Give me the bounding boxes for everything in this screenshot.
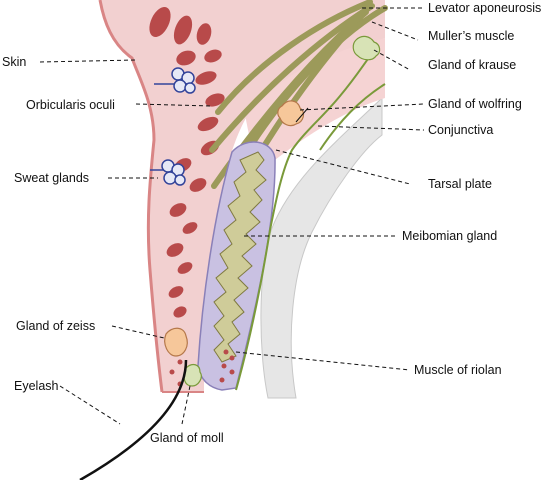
meibomian-gland xyxy=(213,151,267,363)
gland-of-moll xyxy=(183,363,202,387)
label-muscle-of-riolan: Muscle of riolan xyxy=(414,363,502,377)
label-eyelash: Eyelash xyxy=(14,379,59,393)
label-gland-of-wolfring: Gland of wolfring xyxy=(428,97,522,111)
label-levator-aponeurosis: Levator aponeurosis xyxy=(428,1,542,15)
label-meibomian-gland: Meibomian gland xyxy=(402,229,498,243)
gland-of-krause xyxy=(352,35,381,61)
label-conjunctiva: Conjunctiva xyxy=(428,123,494,137)
eye-globe xyxy=(260,96,383,399)
muscle-of-riolan xyxy=(169,349,235,387)
conjunctiva-inner xyxy=(319,83,386,151)
gland-of-zeiss xyxy=(164,327,188,357)
label-skin: Skin xyxy=(2,55,27,69)
gland-of-wolfring xyxy=(277,100,305,127)
eyelash xyxy=(79,359,188,482)
label-mullers-muscle: Muller’s muscle xyxy=(428,29,515,43)
label-tarsal-plate: Tarsal plate xyxy=(428,177,492,191)
orbicularis-oculi-muscle xyxy=(149,7,225,318)
wolfring-duct xyxy=(295,107,309,123)
sweat-glands-lower xyxy=(161,159,186,186)
sweat-glands-upper xyxy=(171,67,196,94)
skin-outer-line xyxy=(98,0,164,393)
label-orbicularis-oculi: Orbicularis oculi xyxy=(26,98,115,112)
conjunctiva xyxy=(235,45,379,391)
leader-lines xyxy=(39,7,425,425)
label-gland-of-krause: Gland of krause xyxy=(428,58,517,72)
label-gland-of-zeiss: Gland of zeiss xyxy=(16,319,96,333)
label-sweat-glands: Sweat glands xyxy=(14,171,90,185)
label-gland-of-moll: Gland of moll xyxy=(150,431,224,445)
